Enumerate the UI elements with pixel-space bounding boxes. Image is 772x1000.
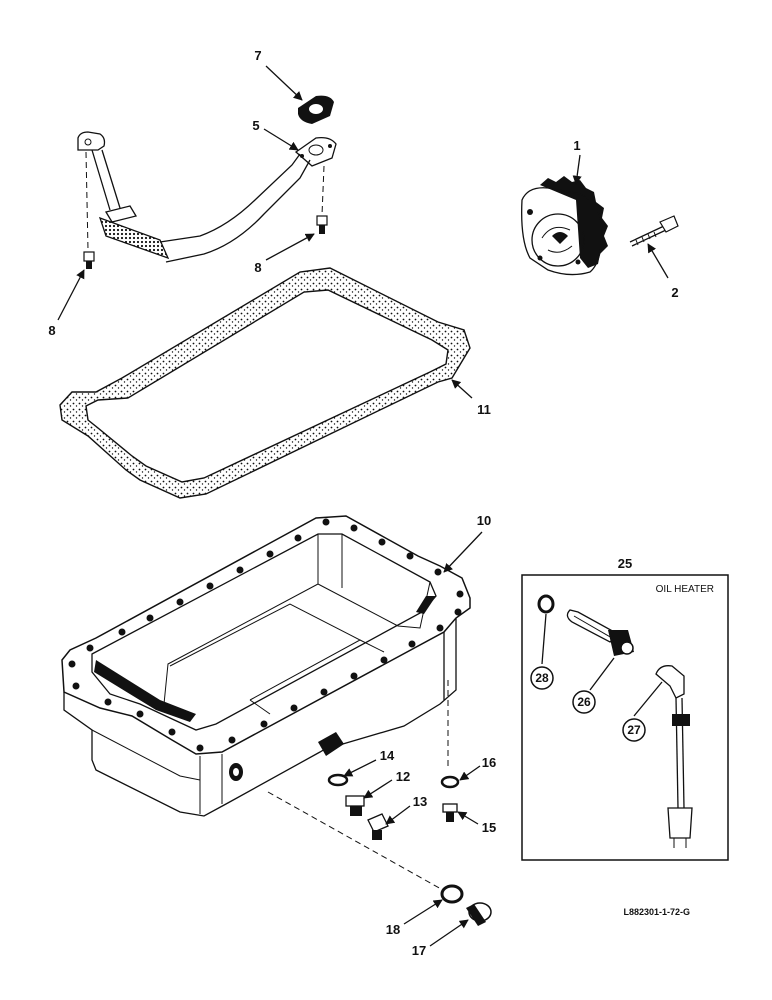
- callout-8-left: 8: [48, 323, 55, 338]
- callout-7: 7: [254, 48, 261, 63]
- leader-lines: [57, 65, 669, 947]
- plug-15: [442, 803, 458, 822]
- washer-18: [440, 884, 464, 904]
- oil-pickup-tube: [77, 131, 337, 263]
- callout-26-circle: 26: [572, 690, 596, 714]
- callout-26: 26: [577, 695, 591, 709]
- callout-27: 27: [627, 723, 641, 737]
- inset-title: OIL HEATER: [656, 584, 714, 595]
- callout-8-right: 8: [254, 260, 261, 275]
- callout-12: 12: [396, 769, 410, 784]
- tube-flange-gasket: [298, 95, 334, 124]
- oil-pump: [521, 176, 608, 276]
- callout-14: 14: [380, 748, 395, 763]
- pump-mounting-bolt: [629, 215, 679, 247]
- plug-12: [345, 795, 365, 816]
- callout-28: 28: [535, 671, 549, 685]
- callout-15: 15: [482, 820, 496, 835]
- plug-13: [367, 813, 389, 840]
- callout-5: 5: [252, 118, 259, 133]
- washer-16: [440, 775, 460, 789]
- cap-screw-left: [83, 251, 95, 269]
- callout-10: 10: [477, 513, 491, 528]
- callout-27-circle: 27: [622, 718, 646, 742]
- cap-screw-right: [316, 215, 328, 234]
- oil-heater-inset: [521, 574, 729, 861]
- callout-1: 1: [573, 138, 580, 153]
- callout-2: 2: [671, 285, 678, 300]
- oil-pan-gasket: [59, 267, 471, 499]
- callout-17: 17: [412, 943, 426, 958]
- callout-28-circle: 28: [530, 666, 554, 690]
- washer-14: [327, 773, 349, 787]
- oil-pan: [61, 515, 471, 817]
- reference-code: L882301-1-72-G: [623, 907, 690, 917]
- callout-16: 16: [482, 755, 496, 770]
- callout-11: 11: [477, 402, 491, 417]
- callout-18: 18: [386, 922, 400, 937]
- callout-25: 25: [618, 556, 632, 571]
- plug-17: [466, 902, 492, 926]
- callout-13: 13: [413, 794, 427, 809]
